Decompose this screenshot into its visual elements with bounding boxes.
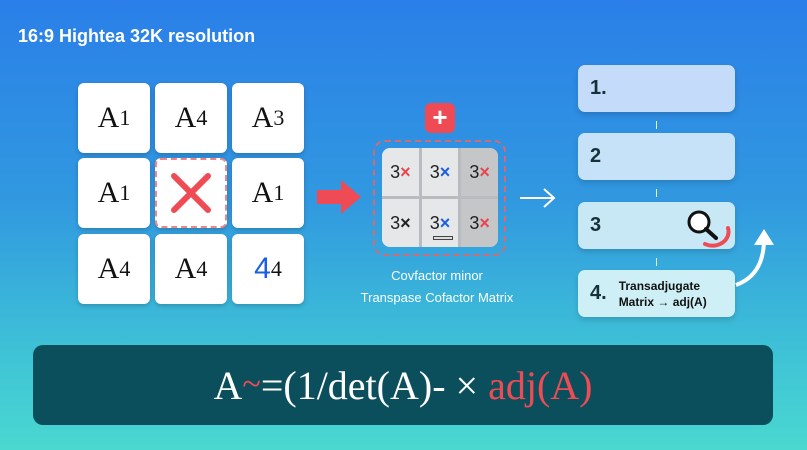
- cofactor-cell: 3×: [461, 199, 498, 247]
- plus-badge: +: [425, 103, 455, 133]
- cofactor-cell: 3×: [382, 148, 419, 196]
- cross-icon: [171, 173, 211, 213]
- cofactor-grid: 3× 3× 3× 3× 3× 3×: [382, 148, 498, 247]
- connector: [656, 258, 657, 266]
- cell-base: A: [174, 252, 197, 285]
- formula-lhs: A: [213, 362, 243, 408]
- cell-base: A: [174, 101, 197, 134]
- cell-sub: 1: [273, 180, 285, 205]
- cell-base: A: [251, 101, 274, 134]
- search-icon: [687, 210, 731, 248]
- cell-sub: 4: [119, 256, 131, 281]
- removed-cell: [155, 158, 227, 228]
- formula-panel: A~=(1/det(A)- × adj(A): [33, 345, 773, 425]
- cell-base: A: [97, 101, 120, 134]
- cofactor-cell: 3×: [421, 148, 459, 196]
- formula-adj: adj(A): [488, 362, 593, 408]
- formula-mid: =(1/det(A)- ×: [260, 362, 489, 408]
- white-arrow-icon: [520, 188, 556, 208]
- connector: [656, 189, 657, 197]
- step-4-text-1: Transadjugate: [618, 278, 701, 293]
- step-1: 1.: [578, 65, 735, 112]
- cell-sub: 1: [119, 105, 131, 130]
- connector: [656, 121, 657, 129]
- caption-line-1: Covfactor minor: [391, 268, 483, 283]
- cell-sub: 4: [196, 105, 208, 130]
- caption-line-2: Transpase Cofactor Matrix: [360, 290, 514, 305]
- curved-arrow-icon: [735, 229, 774, 287]
- cofactor-cell: 3×: [461, 148, 498, 196]
- page-title: 16:9 Hightea 32K resolution: [18, 26, 256, 46]
- cofactor-frame: [373, 140, 506, 256]
- cell-sub: 3: [273, 105, 285, 130]
- cell-base: 4: [254, 252, 271, 285]
- formula-tilde: ~: [242, 366, 261, 403]
- step-2: 2: [578, 133, 735, 180]
- cofactor-cell: 3×: [382, 199, 419, 247]
- step-4-text-2: Matrix → adj(A): [618, 294, 707, 309]
- cell-base: A: [97, 252, 120, 285]
- cell-sub: 4: [270, 256, 282, 281]
- cell-sub: 1: [119, 180, 131, 205]
- red-arrow-icon: [317, 180, 361, 214]
- cofactor-cell: 3×: [421, 199, 459, 247]
- cell-base: A: [97, 176, 120, 209]
- cell-base: A: [251, 176, 274, 209]
- cell-sub: 4: [196, 256, 208, 281]
- bar-icon: [432, 236, 453, 240]
